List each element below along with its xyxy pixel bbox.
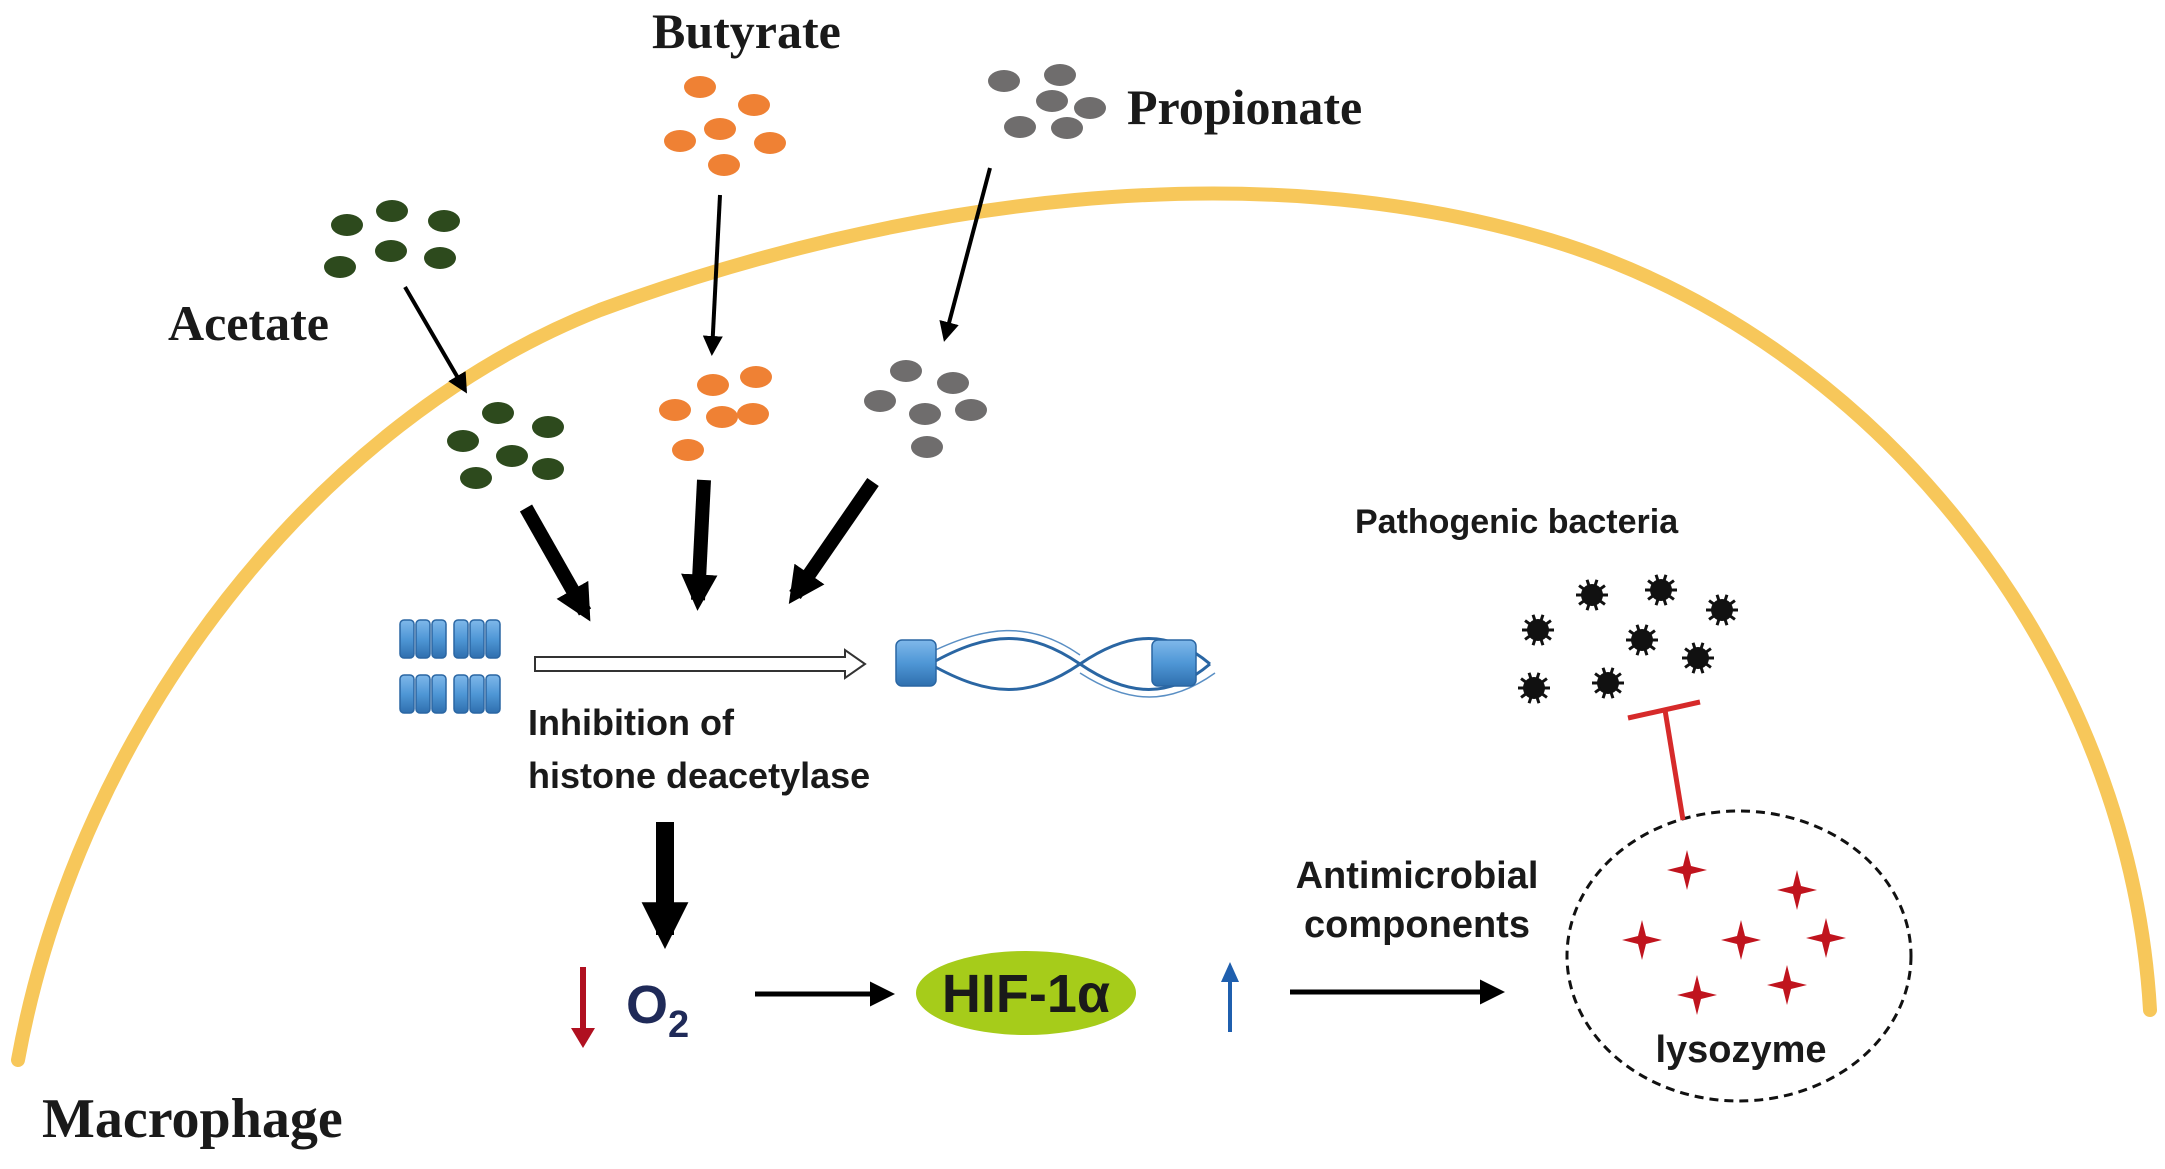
butyrate-to-hdac-arrow xyxy=(681,479,718,611)
bacteria-icon xyxy=(1706,594,1738,626)
butyrate-molecules-outer xyxy=(664,76,786,176)
lysozyme-star-icon xyxy=(1667,850,1707,890)
inhibition-label-line1: Inhibition of xyxy=(528,702,735,743)
chromatin-relaxation-arrow xyxy=(534,648,867,680)
butyrate-entry-arrow xyxy=(702,194,723,356)
bacteria-icon xyxy=(1522,614,1554,646)
butyrate-molecules-inner xyxy=(659,366,772,461)
lysozyme-star-icon xyxy=(1677,975,1717,1015)
lysozyme-vesicle xyxy=(1565,809,1913,1103)
lysozyme-star-icon xyxy=(1721,920,1761,960)
bacteria-icon xyxy=(1645,574,1677,606)
butyrate-label: Butyrate xyxy=(652,3,841,59)
o2-label: O2 xyxy=(626,975,689,1046)
propionate-molecules-outer xyxy=(988,64,1106,139)
propionate-to-hdac-arrow xyxy=(788,478,879,604)
lysozyme-star-icon xyxy=(1622,920,1662,960)
lysozyme-star-icon xyxy=(1806,918,1846,958)
hif-1a-oval xyxy=(916,951,1136,1035)
antimicrobial-label-line1: Antimicrobial xyxy=(1296,855,1539,897)
hif-increase-arrowhead xyxy=(1221,962,1239,982)
acetate-molecules-inner xyxy=(447,402,564,489)
acetate-to-hdac-arrow xyxy=(519,504,592,622)
inhibition-t-bar xyxy=(1627,699,1701,721)
macrophage-label: Macrophage xyxy=(42,1088,343,1150)
relaxed-chromatin-icon xyxy=(895,629,1216,698)
inhibition-t-stem xyxy=(1662,709,1686,821)
condensed-chromatin-icon xyxy=(399,619,501,714)
lysozyme-label: lysozyme xyxy=(1655,1029,1826,1071)
lysozyme-star-icon xyxy=(1622,850,1846,1015)
bacteria-icon xyxy=(1592,667,1624,699)
bacteria-icon xyxy=(1682,642,1714,674)
propionate-molecules-inner xyxy=(864,360,987,458)
lysozyme-star-icon xyxy=(1777,870,1817,910)
bacteria-icon xyxy=(1518,672,1550,704)
o2-decrease-arrowhead xyxy=(571,1028,595,1048)
bacteria-icon xyxy=(1576,579,1608,611)
acetate-molecules-outer xyxy=(324,200,460,278)
pathogenic-bacteria-label: Pathogenic bacteria xyxy=(1355,503,1679,541)
inhibition-label-line2: histone deacetylase xyxy=(528,755,870,796)
bacteria-icon xyxy=(1518,574,1738,704)
antimicrobial-label-line2: components xyxy=(1304,904,1530,946)
bacteria-icon xyxy=(1626,624,1658,656)
acetate-label: Acetate xyxy=(168,295,329,351)
cell-membrane xyxy=(11,186,2157,1067)
propionate-entry-arrow xyxy=(939,167,992,342)
propionate-label: Propionate xyxy=(1127,79,1362,135)
lysozyme-star-icon xyxy=(1767,965,1807,1005)
acetate-entry-arrow xyxy=(403,285,468,394)
hif-1a-label: HIF-1α xyxy=(942,964,1110,1024)
